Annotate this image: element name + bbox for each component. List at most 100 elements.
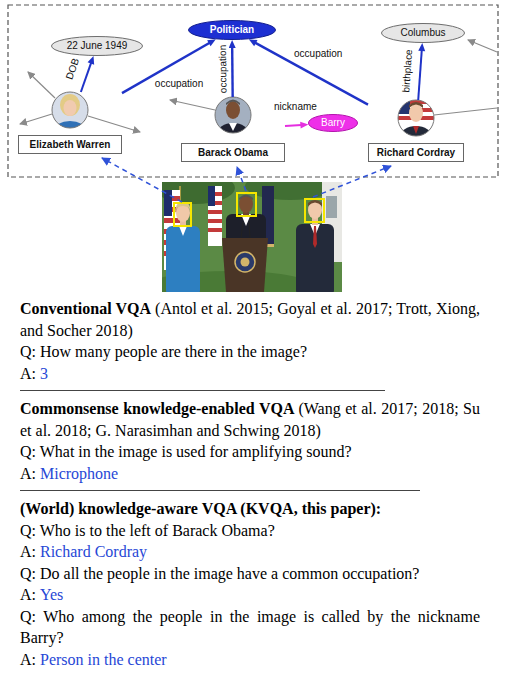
arrowhead bbox=[249, 39, 258, 46]
ellipse-outline bbox=[52, 37, 143, 56]
scene-photo bbox=[208, 228, 222, 232]
separator-rule bbox=[20, 390, 385, 391]
text-column: Conventional VQA(Antol et al. 2015; Goya… bbox=[20, 298, 480, 670]
scene-photo bbox=[239, 195, 253, 213]
scene-photo bbox=[305, 199, 324, 222]
section-heading: Conventional VQA bbox=[20, 300, 151, 317]
scene-photo bbox=[313, 226, 317, 248]
relation-label: nickname bbox=[273, 101, 318, 113]
ellipse-outline bbox=[309, 115, 358, 132]
separator-rule bbox=[20, 490, 420, 491]
entity-node: Richard Cordray bbox=[368, 100, 464, 162]
face-link-arrow bbox=[313, 166, 391, 197]
text-line: Q: Do all the people in the image have a… bbox=[20, 563, 480, 585]
person-photo bbox=[409, 102, 423, 108]
leader-line bbox=[170, 100, 215, 110]
relation-label: birthplace bbox=[400, 48, 415, 94]
answer-text: 3 bbox=[40, 365, 48, 382]
ellipse-outline bbox=[382, 24, 465, 43]
entity-name: Richard Cordray bbox=[377, 147, 455, 159]
relation-label: DOB bbox=[63, 56, 82, 82]
person-photo bbox=[64, 100, 77, 116]
text-line: A:3 bbox=[20, 363, 480, 385]
face-link-arrow bbox=[237, 167, 246, 191]
body-text: Q: Do all the people in the image have a… bbox=[20, 565, 419, 582]
name-box: Richard Cordray bbox=[368, 143, 464, 162]
person-photo bbox=[50, 90, 90, 139]
leader-line bbox=[434, 108, 497, 115]
entity-name: Barack Obama bbox=[198, 147, 268, 159]
body-text: A: bbox=[20, 543, 36, 560]
scene-photo bbox=[164, 218, 180, 223]
scene-photo bbox=[208, 186, 222, 246]
body-text: A: bbox=[20, 465, 36, 482]
relation-line bbox=[285, 125, 301, 126]
entity-node: Barack Obama bbox=[181, 97, 285, 162]
face-link-arrow bbox=[102, 158, 391, 202]
relation-line bbox=[81, 63, 91, 92]
text-line: Q: Who among the people in the image is … bbox=[20, 606, 480, 649]
scene-photo bbox=[326, 196, 337, 218]
person-photo bbox=[396, 98, 436, 138]
text-line: A:Microphone bbox=[20, 463, 480, 485]
relation-line bbox=[418, 50, 422, 100]
ellipse-text-group: Barry bbox=[321, 117, 345, 129]
person-photo bbox=[229, 123, 237, 131]
entity-name: Elizabeth Warren bbox=[30, 139, 111, 151]
person-photo bbox=[52, 92, 88, 128]
relation-line bbox=[231, 47, 234, 97]
relation-arrow bbox=[285, 122, 308, 129]
ellipse-text-group: Politician bbox=[210, 24, 254, 36]
leader-line bbox=[28, 72, 55, 98]
text-line: Q: Who is to the left of Barack Obama? bbox=[20, 520, 480, 542]
scene-photo bbox=[162, 182, 342, 292]
answer-text: Microphone bbox=[40, 465, 118, 482]
scene-photo bbox=[164, 190, 172, 216]
concept-ellipse: Politician bbox=[188, 20, 276, 40]
attribute-ellipse: 22 June 1949 bbox=[51, 36, 143, 56]
relation-arrow bbox=[81, 56, 94, 92]
scene-photo bbox=[235, 252, 255, 272]
text-line: A:Yes bbox=[20, 584, 480, 606]
nickname-ellipse: Barry bbox=[308, 114, 358, 132]
scene-photo bbox=[245, 182, 335, 200]
person-photo bbox=[398, 100, 434, 136]
arrowhead bbox=[418, 43, 425, 51]
person-photo bbox=[226, 100, 240, 106]
text-line: A:Person in the center bbox=[20, 649, 480, 671]
scene-photo bbox=[174, 203, 191, 226]
person-photo bbox=[215, 97, 251, 133]
scene-photo bbox=[237, 193, 256, 216]
answer-text: Yes bbox=[40, 586, 63, 603]
scene-photo bbox=[296, 224, 334, 292]
entity-node: Elizabeth Warren bbox=[18, 92, 122, 154]
answer-text: Person in the center bbox=[40, 651, 167, 668]
leader-line bbox=[468, 40, 497, 52]
graph-frame bbox=[8, 5, 498, 177]
node-label: 22 June 1949 bbox=[67, 40, 128, 52]
scene-photo bbox=[241, 222, 243, 238]
relation-label: occupation bbox=[293, 48, 343, 60]
arrowhead bbox=[88, 56, 95, 65]
scene-photo bbox=[241, 258, 250, 267]
scene-photo bbox=[179, 226, 187, 236]
relation-line bbox=[255, 43, 368, 105]
relation-arrow bbox=[229, 40, 236, 97]
arrowhead bbox=[300, 122, 308, 129]
text-line: A:Richard Cordray bbox=[20, 541, 480, 563]
person-photo bbox=[217, 123, 249, 145]
name-box: Barack Obama bbox=[181, 143, 285, 162]
scene-photo bbox=[208, 210, 222, 214]
person-photo bbox=[413, 126, 419, 134]
person-photo bbox=[396, 98, 436, 148]
node-label: Barry bbox=[321, 117, 345, 129]
section-heading: (World) knowledge-aware VQA (KVQA, this … bbox=[20, 500, 381, 517]
ellipse-text-group: 22 June 1949 bbox=[67, 40, 128, 52]
ellipse-text-group: Columbus bbox=[400, 27, 445, 39]
text-line: Q: How many people are there in the imag… bbox=[20, 341, 480, 363]
text-line: Conventional VQA(Antol et al. 2015; Goya… bbox=[20, 298, 480, 341]
arrowhead bbox=[207, 39, 216, 46]
person-photo bbox=[213, 95, 253, 135]
node-label: Columbus bbox=[400, 27, 445, 39]
